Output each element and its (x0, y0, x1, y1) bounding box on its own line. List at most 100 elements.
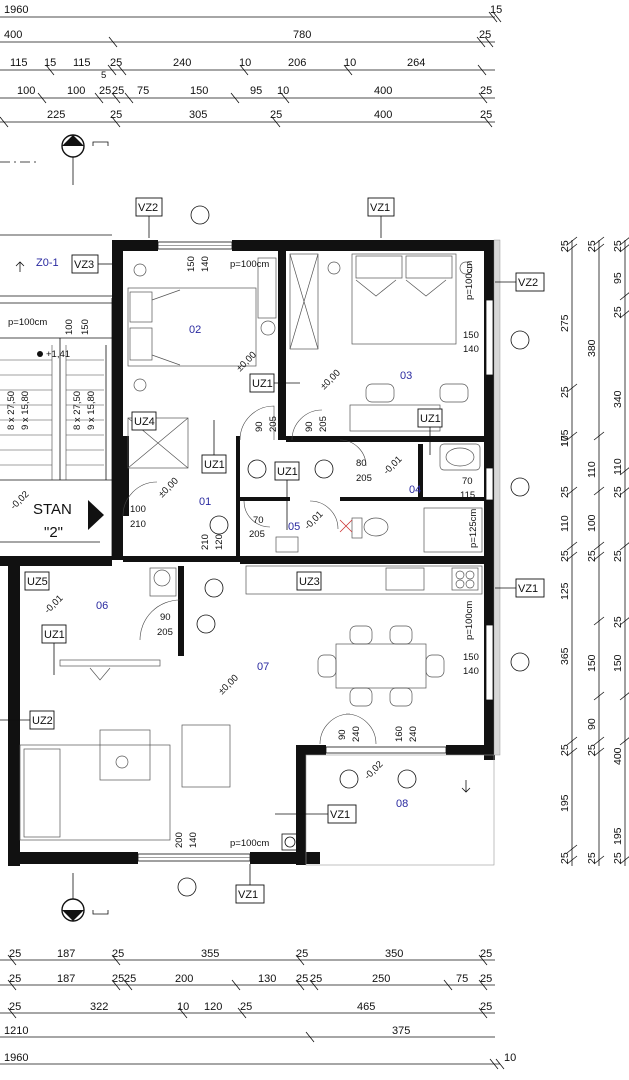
living-furniture (19, 567, 231, 841)
tags: VZ2 VZ1 VZ3 VZ2 UZ1 UZ1 UZ4 UZ1 UZ1 UZ3 … (0, 197, 545, 904)
dim-right-c3-8: 195 (612, 827, 624, 845)
dim-right-c3-1: 95 (612, 272, 624, 284)
dim-top-4-e: 75 (137, 85, 149, 97)
dim-top-5-a: 225 (47, 109, 65, 121)
stair-treads (0, 345, 104, 480)
dim-bottom-3-b: 322 (90, 1001, 108, 1013)
door-h-03: 205 (318, 416, 329, 432)
dim-bottom-1-e: 25 (296, 948, 308, 960)
dim-top-3-f: 240 (173, 57, 191, 69)
dim-bottom-2-c: 25 (112, 973, 124, 985)
dim-bottom-1-b: 187 (57, 948, 75, 960)
dim-top-1-total: 1960 (4, 4, 28, 16)
kitchen-counter (245, 565, 483, 595)
tag-vz1-right: VZ1 (518, 583, 538, 595)
stair-run-b: 9 x 15,80 (20, 391, 31, 430)
door-a-01: 210 (200, 534, 211, 550)
dim-bottom-3-e: 25 (240, 1001, 252, 1013)
room-05: 05 (288, 521, 300, 533)
dim-right-c2-8: 25 (586, 744, 598, 756)
walls (0, 234, 501, 866)
tag-uz2: UZ2 (32, 715, 53, 727)
dim-right-c2-5: 25 (586, 550, 598, 562)
dim-top-3-j: 264 (407, 57, 425, 69)
dim-top-4-c: 25 (99, 85, 111, 97)
door-h-04: 205 (356, 473, 372, 484)
opening-annotations: p=100cm p=100cm p=100cm p=125cm p=100cm … (6, 256, 479, 849)
door-w-01: 100 (130, 504, 146, 515)
dim-top-3-i: 10 (344, 57, 356, 69)
door-h-02: 205 (268, 416, 279, 432)
door-w-02: 90 (254, 421, 265, 432)
dim-right-c1-1: 275 (559, 314, 571, 332)
door-w-03: 90 (304, 421, 315, 432)
dim-bottom-3-c: 10 (177, 1001, 189, 1013)
dim-bottom-1-g: 25 (480, 948, 492, 960)
dim-top-4-f: 150 (190, 85, 208, 97)
dim-top-3-a: 115 (10, 57, 28, 69)
level-stair: -0,02 (8, 489, 31, 512)
dim-right-c3-6: 25 (612, 616, 624, 628)
stair-run-c: 8 x 27,50 (72, 391, 83, 430)
window-h-03: 140 (463, 344, 479, 355)
dim-bottom-2-d: 25 (124, 973, 136, 985)
dim-right-c1-10: 25 (559, 744, 571, 756)
tag-box-uz5 (24, 571, 50, 591)
dim-bottom-4-a: 1210 (4, 1025, 28, 1037)
dim-right-c1-4: 10 (559, 435, 571, 447)
dim-right-c2-7: 90 (586, 718, 598, 730)
dimension-chains-right: 25 275 25 175 10 25 110 25 125 365 25 19… (559, 236, 629, 866)
window-w-02: 150 (186, 256, 197, 272)
dim-bottom-2-h: 25 (310, 973, 322, 985)
dim-right-c1-0: 25 (559, 240, 571, 252)
dim-right-c2-0: 25 (586, 240, 598, 252)
level-room-01: ±0,00 (156, 476, 181, 501)
stair-run-a: 8 x 27,50 (6, 391, 17, 430)
dim-top-4-b: 100 (67, 85, 85, 97)
dim-top-2-a: 400 (4, 29, 22, 41)
dim-right-c1-11: 195 (559, 794, 571, 812)
door-b-01: 120 (214, 534, 225, 550)
dim-top-5-c: 305 (189, 109, 207, 121)
door-w-04: 80 (356, 458, 367, 469)
sill-room-04: p=125cm (468, 509, 479, 548)
sill-room-03: p=100cm (464, 261, 475, 300)
dim-top-2-c: 25 (479, 29, 491, 41)
level-room-06: -0,01 (42, 593, 65, 616)
dining-table (317, 625, 445, 707)
stair-width-a: 100 (64, 319, 75, 335)
dim-top-3-b: 15 (44, 57, 56, 69)
dimension-chains-bottom: 25 187 25 355 25 350 25 25 187 25 25 200… (0, 948, 516, 1070)
dim-right-c2-1: 380 (586, 339, 598, 357)
room-numbers: 01 02 03 04 05 06 07 08 (96, 324, 421, 810)
door-w-08b: 160 (394, 726, 405, 742)
dim-right-c1-12: 25 (559, 852, 571, 864)
dim-bottom-1-c: 25 (112, 948, 124, 960)
dim-bottom-5-a: 1960 (4, 1052, 28, 1064)
dim-top-5-e: 400 (374, 109, 392, 121)
dim-bottom-2-e: 200 (175, 973, 193, 985)
dim-right-c3-4: 110 (612, 458, 624, 475)
dim-bottom-2-g: 25 (296, 973, 308, 985)
section-marker-bottom (61, 873, 109, 922)
window-h-07-bottom: 140 (188, 832, 199, 848)
dim-bottom-2-b: 187 (57, 973, 75, 985)
dim-bottom-1-f: 350 (385, 948, 403, 960)
detector-circles (177, 205, 530, 897)
dim-top-5-b: 25 (110, 109, 122, 121)
dim-right-c2-2: 340 (612, 390, 624, 408)
dim-bottom-4-b: 375 (392, 1025, 410, 1037)
stair-run-d: 9 x 15,80 (86, 391, 97, 430)
dim-top-1-end: 15 (490, 4, 502, 16)
door-h-06: 205 (157, 627, 173, 638)
tag-vz1-top: VZ1 (370, 202, 390, 214)
dim-top-4-h: 10 (277, 85, 289, 97)
tag-uz5: UZ5 (27, 576, 48, 588)
window-w-04: 70 (462, 476, 473, 487)
dim-bottom-2-i: 250 (372, 973, 390, 985)
dim-right-c1-6: 110 (559, 515, 571, 532)
tag-vz2-top: VZ2 (138, 202, 158, 214)
window-h-04: 115 (460, 490, 475, 501)
room-02: 02 (189, 324, 201, 336)
bed-room-02 (127, 257, 277, 392)
